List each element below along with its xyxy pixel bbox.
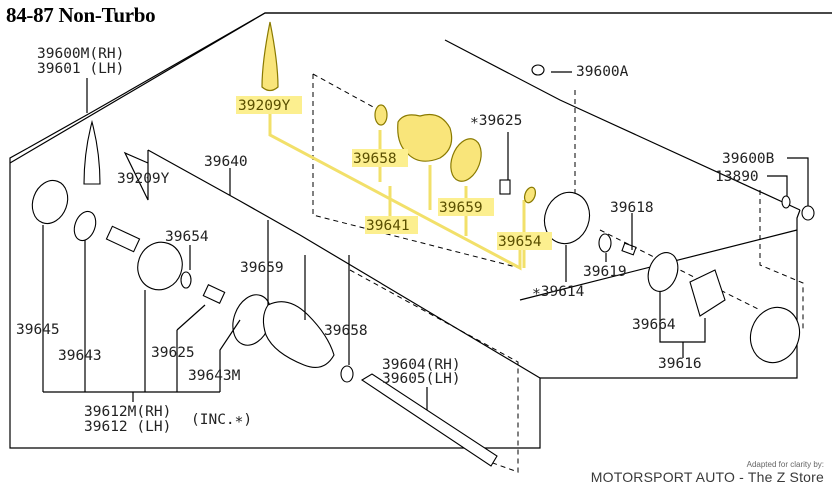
label-39614: ∗39614 xyxy=(532,284,585,300)
dust-cover-icon xyxy=(31,179,69,225)
inner-band-icon xyxy=(340,365,354,383)
washer-icon xyxy=(781,195,791,209)
companion-flange-icon xyxy=(749,306,801,364)
label-39600B: 39600B xyxy=(722,151,775,167)
highlight-bg-39659 xyxy=(438,198,494,216)
inner-panel-top xyxy=(147,149,541,379)
dashed-box-upper xyxy=(312,74,521,269)
dashed-right-box xyxy=(759,190,804,330)
outer-joint-icon xyxy=(137,241,183,291)
grease-tube-highlight-icon xyxy=(261,21,279,92)
leader-lines xyxy=(42,71,809,410)
diagram-frame-outline xyxy=(27,12,832,149)
label-39645: 39645 xyxy=(16,322,60,338)
highlight-bg-39641 xyxy=(365,216,418,234)
label-39625-star: ∗39625 xyxy=(470,113,522,129)
label-39664: 39664 xyxy=(632,317,676,333)
label-39612: 39612 (LH) xyxy=(84,419,171,435)
label-39612M: 39612M(RH) xyxy=(84,404,171,420)
label-39643: 39643 xyxy=(58,348,102,364)
label-39209Y: 39209Y xyxy=(117,171,170,187)
highlight-leader-main xyxy=(268,110,522,271)
spring-icon xyxy=(621,242,637,256)
bolt-icon xyxy=(531,64,545,76)
label-39643M: 39643M xyxy=(188,368,241,384)
highlight-bg-39658 xyxy=(352,149,408,167)
highlight-bg-39209y xyxy=(236,96,302,114)
label-13890: 13890 xyxy=(715,169,759,185)
label-39658-highlight[interactable]: 39658 xyxy=(353,151,397,167)
circlip-icon xyxy=(180,271,192,289)
label-39625-left: 39625 xyxy=(151,345,195,361)
grease-fitting-icon xyxy=(202,284,226,304)
inner-panel-edge xyxy=(123,150,149,201)
boot-band-large-highlight-icon xyxy=(450,138,482,182)
label-39600A: 39600A xyxy=(576,64,629,80)
snap-ring-highlight-icon xyxy=(523,186,537,204)
credit-line-1: Adapted for clarity by: xyxy=(746,460,824,469)
inner-joint-housing-icon xyxy=(543,191,591,245)
gasket-icon xyxy=(647,252,679,292)
dashed-box-upper-top xyxy=(312,73,376,109)
nut-icon xyxy=(801,205,815,221)
label-39604: 39604(RH) xyxy=(382,357,461,373)
label-39600M: 39600M(RH) xyxy=(37,46,124,62)
label-39640: 39640 xyxy=(204,154,248,170)
outer-joint-spline-icon xyxy=(105,225,141,253)
axle-shaft-icon xyxy=(360,373,498,467)
credit-line-2: MOTORSPORT AUTO - The Z Store xyxy=(590,469,824,485)
label-39601: 39601 (LH) xyxy=(37,61,124,77)
highlight-bg-39654 xyxy=(497,232,552,250)
diagram-frame-left xyxy=(9,147,801,449)
label-39659-highlight[interactable]: 39659 xyxy=(439,200,483,216)
label-inc: (INC.∗) xyxy=(191,412,252,428)
dashed-lower-box xyxy=(349,269,519,473)
label-39658-left: 39658 xyxy=(324,323,368,339)
upper-diagonal xyxy=(444,39,801,211)
label-39616: 39616 xyxy=(658,356,702,372)
label-39641-highlight[interactable]: 39641 xyxy=(366,218,410,234)
label-39619: 39619 xyxy=(583,264,627,280)
label-39654-highlight[interactable]: 39654 xyxy=(498,234,542,250)
grease-fitting-right-icon xyxy=(499,179,511,195)
label-39659-left: 39659 xyxy=(240,260,284,276)
page-title: 84-87 Non-Turbo xyxy=(6,3,156,27)
label-39605: 39605(LH) xyxy=(382,371,461,387)
seal-icon xyxy=(598,233,612,253)
o-ring-icon xyxy=(73,210,97,242)
credit-watermark: Adapted for clarity by: MOTORSPORT AUTO … xyxy=(591,460,824,485)
boot-band-small-highlight-icon xyxy=(374,104,388,126)
label-39654-left: 39654 xyxy=(165,229,209,245)
flange-plate-icon xyxy=(689,269,726,317)
grease-tube-icon xyxy=(83,119,101,185)
label-39618: 39618 xyxy=(610,200,654,216)
label-39209Y-highlight[interactable]: 39209Y xyxy=(238,98,291,114)
